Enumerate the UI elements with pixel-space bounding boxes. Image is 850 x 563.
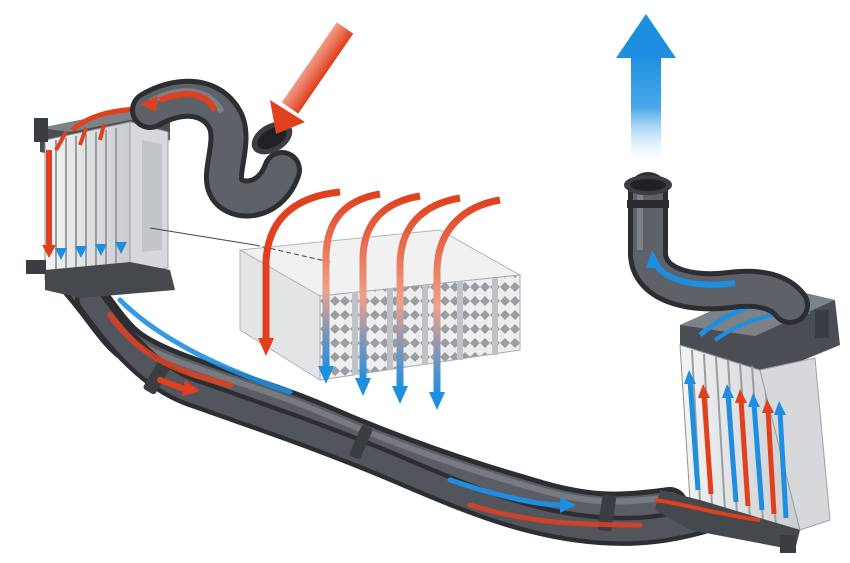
core-airflow-arrows	[258, 188, 501, 410]
right-outlet-elbow	[624, 172, 810, 325]
cool-air-outlet-arrow	[616, 14, 676, 160]
pipe-flow	[107, 297, 643, 528]
left-inlet-elbow	[130, 78, 302, 219]
right-intercooler	[655, 285, 840, 553]
right-core-flow	[654, 297, 811, 522]
left-core-flow	[42, 105, 151, 260]
hot-air-inlet-arrow	[270, 22, 354, 134]
